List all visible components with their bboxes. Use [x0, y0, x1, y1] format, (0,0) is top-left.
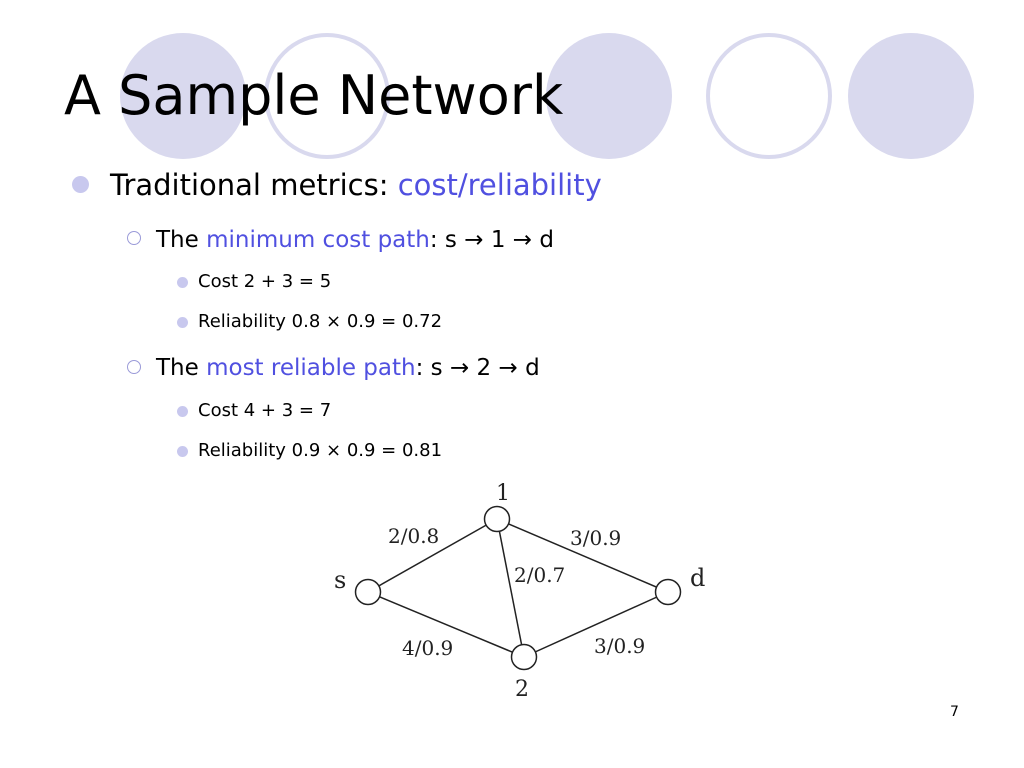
- decorative-ring-2: [264, 33, 390, 159]
- right-arrow-icon: →: [498, 355, 518, 381]
- small-bullet-icon: [177, 446, 188, 457]
- node-label-2: 2: [515, 677, 529, 702]
- path-end: d: [532, 227, 554, 253]
- path-prefix: The: [156, 227, 207, 253]
- path-suffix: : s: [415, 355, 450, 381]
- reliability-suffix: 0.9 = 0.72: [341, 311, 443, 332]
- bullet-text: Traditional metrics:: [110, 168, 398, 202]
- node-label-s: s: [334, 566, 346, 594]
- decorative-circle-5: [848, 33, 974, 159]
- node-2: [510, 643, 538, 671]
- path-highlight: minimum cost path: [206, 227, 430, 253]
- edge-label-1-2: 2/0.7: [514, 563, 565, 587]
- small-bullet-icon: [177, 277, 188, 288]
- decorative-circle-1: [120, 33, 246, 159]
- node-label-1: 1: [496, 481, 510, 506]
- bullet-cost-2: Cost 4 + 3 = 7: [198, 400, 332, 421]
- edge-2-d: [523, 591, 669, 658]
- reliability-suffix: 0.9 = 0.81: [341, 440, 443, 461]
- ring-bullet-icon: [127, 231, 141, 245]
- bullet-reliability-1: Reliability 0.8 × 0.9 = 0.72: [198, 310, 442, 334]
- small-bullet-icon: [177, 406, 188, 417]
- edge-s-1: [367, 518, 498, 593]
- decorative-circle-3: [546, 33, 672, 159]
- bullet-minimum-cost-path: The minimum cost path: s → 1 → d: [156, 225, 554, 255]
- bullet-reliability-2: Reliability 0.9 × 0.9 = 0.81: [198, 439, 442, 463]
- edge-1-d: [496, 518, 669, 593]
- edge-label-s-2: 4/0.9: [402, 636, 453, 660]
- node-d: [654, 578, 682, 606]
- edge-label-1-d: 3/0.9: [570, 526, 621, 550]
- path-highlight: most reliable path: [206, 355, 416, 381]
- slide-number: 7: [950, 704, 959, 720]
- right-arrow-icon: →: [449, 355, 470, 381]
- bullet-most-reliable-path: The most reliable path: s → 2 → d: [156, 353, 540, 383]
- bullet-highlight: cost/reliability: [397, 168, 602, 202]
- edge-label-s-1: 2/0.8: [388, 524, 439, 548]
- right-arrow-icon: →: [464, 227, 484, 253]
- times-icon: ×: [326, 440, 342, 461]
- times-icon: ×: [326, 311, 342, 332]
- slide-title: A Sample Network: [64, 64, 564, 127]
- node-label-d: d: [690, 564, 705, 592]
- path-end: d: [517, 355, 540, 381]
- reliability-prefix: Reliability 0.9: [198, 440, 327, 461]
- edge-s-2: [367, 591, 525, 658]
- ring-bullet-icon: [127, 360, 141, 374]
- node-s: [354, 578, 382, 606]
- decorative-ring-4: [706, 33, 832, 159]
- small-bullet-icon: [177, 317, 188, 328]
- network-diagram: s 1 2 d 2/0.8 3/0.9 2/0.7 4/0.9 3/0.9: [334, 481, 705, 702]
- right-arrow-icon: →: [512, 227, 533, 253]
- edge-1-2: [496, 518, 525, 658]
- reliability-prefix: Reliability 0.8: [198, 311, 327, 332]
- node-1: [483, 505, 511, 533]
- path-mid: 2: [469, 355, 499, 381]
- path-prefix: The: [156, 355, 207, 381]
- bullet-icon: [72, 176, 89, 193]
- bullet-cost-1: Cost 2 + 3 = 5: [198, 271, 332, 292]
- path-suffix: : s: [429, 227, 465, 253]
- edge-label-2-d: 3/0.9: [594, 634, 645, 658]
- path-mid: 1: [483, 227, 513, 253]
- bullet-traditional-metrics: Traditional metrics: cost/reliability: [110, 167, 602, 203]
